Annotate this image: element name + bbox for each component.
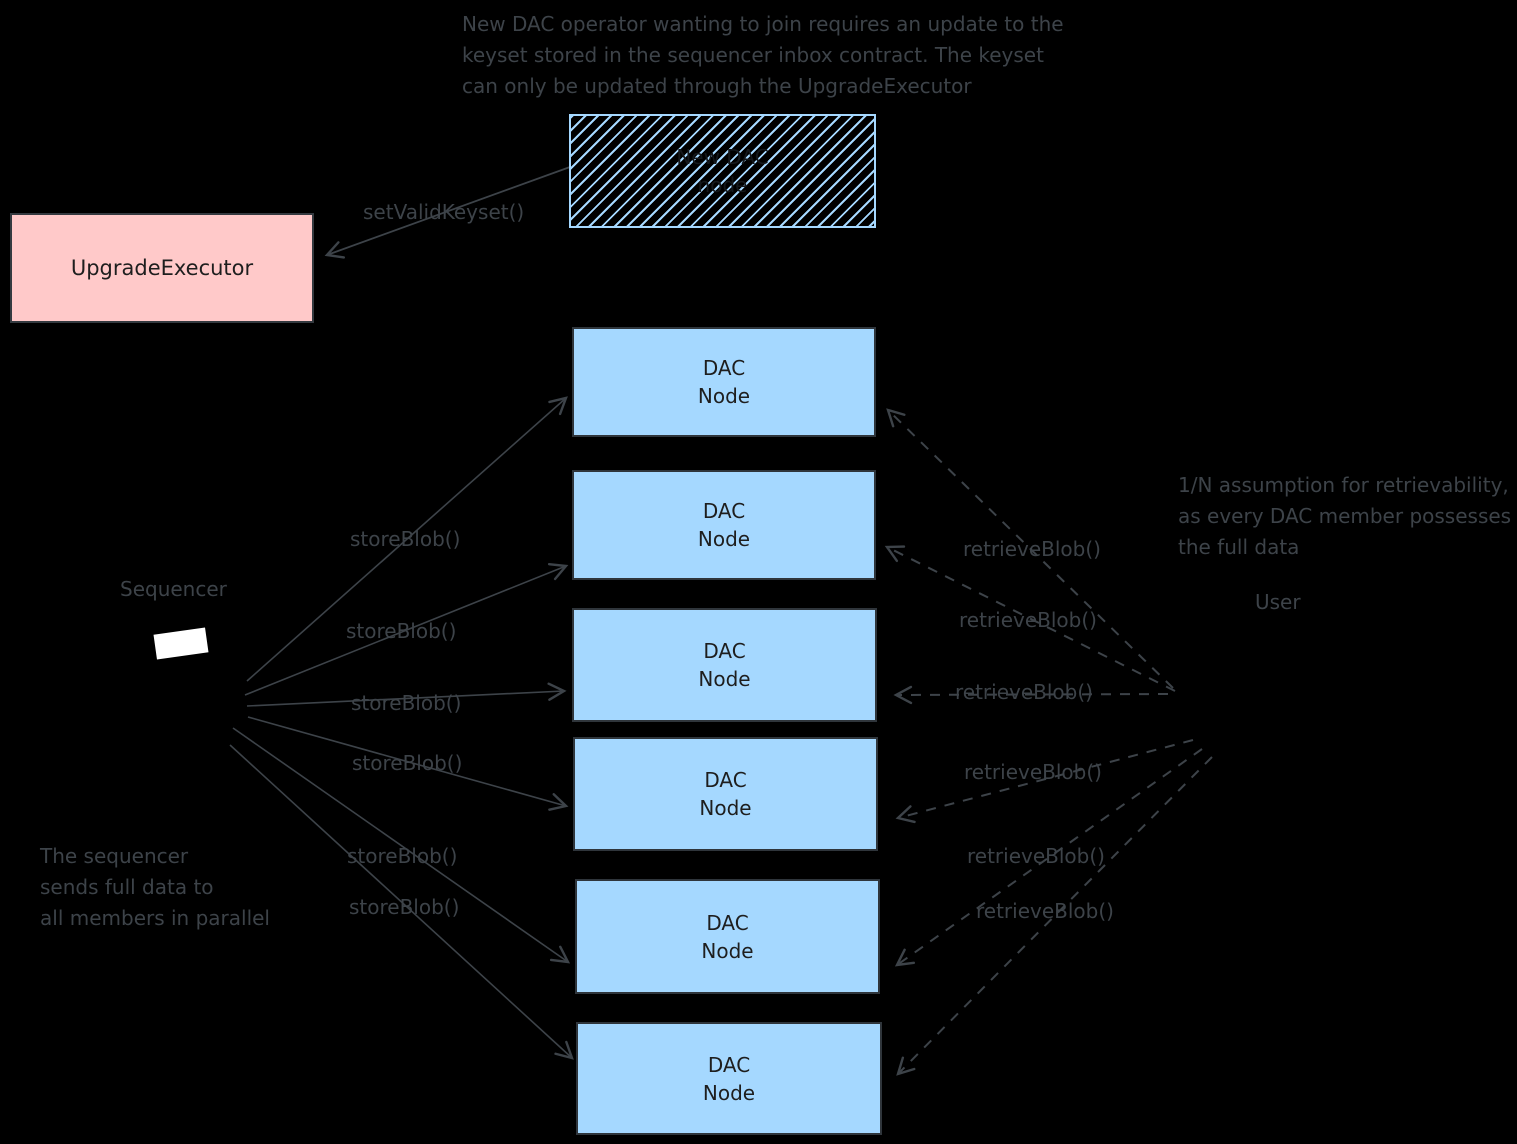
retrieve-blob-arrow-2 xyxy=(884,545,1176,692)
upgrade-executor-label: UpgradeExecutor xyxy=(70,256,254,280)
store-blob-label-5: storeBlob() xyxy=(347,844,458,868)
dac-node-label-line2: Node xyxy=(701,938,754,963)
top-note: New DAC operator wanting to join require… xyxy=(462,9,1064,102)
retrievability-note-line: as every DAC member possesses xyxy=(1178,504,1512,528)
store-blob-label-1: storeBlob() xyxy=(350,527,461,551)
retrieve-blob-label-2: retrieveBlob() xyxy=(959,608,1097,632)
dac-node-box-3: DAC Node xyxy=(572,608,877,722)
sequencer-parallel-note-line: sends full data to xyxy=(40,875,214,899)
dac-node-label-line2: Node xyxy=(697,384,751,408)
store-blob-arrow-5 xyxy=(232,727,571,964)
dac-node-label-line1: DAC xyxy=(704,768,747,792)
sequencer-parallel-note-line: all members in parallel xyxy=(40,906,270,930)
dac-node-box-1: DAC Node xyxy=(572,327,876,437)
retrievability-note-line: the full data xyxy=(1178,535,1300,559)
dac-node-label-line2: Node xyxy=(697,527,751,551)
top-note-line: keyset stored in the sequencer inbox con… xyxy=(462,43,1044,67)
user-label: User xyxy=(1255,590,1301,614)
store-blob-arrow-4 xyxy=(247,716,569,811)
store-blob-arrow-2 xyxy=(244,562,569,696)
store-blob-label-2: storeBlob() xyxy=(346,619,457,643)
top-note-line: New DAC operator wanting to join require… xyxy=(462,12,1064,36)
sequencer-label: Sequencer xyxy=(120,577,227,601)
store-blob-arrow-3 xyxy=(246,682,567,707)
set-valid-keyset-label: setValidKeyset() xyxy=(363,200,525,224)
dac-node-label-line1: DAC xyxy=(707,1052,751,1077)
retrievability-note: 1/N assumption for retrievability, as ev… xyxy=(1178,470,1511,563)
set-valid-keyset-arrow xyxy=(324,166,571,259)
dac-node-box-6: DAC Node xyxy=(576,1022,882,1135)
retrieve-blob-arrow-5 xyxy=(894,748,1203,967)
dac-node-label-line2: Node xyxy=(698,667,751,691)
store-blob-label-3: storeBlob() xyxy=(351,691,462,715)
top-note-line: can only be updated through the UpgradeE… xyxy=(462,74,972,98)
retrieve-blob-arrow-3 xyxy=(893,685,1169,705)
retrieve-blob-label-6: retrieveBlob() xyxy=(976,899,1114,923)
dac-node-label-line1: DAC xyxy=(706,910,749,935)
store-blob-label-4: storeBlob() xyxy=(352,751,463,775)
dac-node-label-line2: Node xyxy=(702,1080,756,1105)
sequencer-parallel-note-line: The sequencer xyxy=(40,844,189,868)
retrievability-note-line: 1/N assumption for retrievability, xyxy=(1178,473,1509,497)
upgrade-executor-box: UpgradeExecutor xyxy=(10,213,314,323)
sequencer-parallel-note: The sequencer sends full data to all mem… xyxy=(40,841,270,934)
dac-node-box-4: DAC Node xyxy=(573,737,878,851)
store-blob-label-6: storeBlob() xyxy=(349,895,460,919)
new-dac-node-box: New DAC node xyxy=(569,114,876,228)
dac-node-label-line2: Node xyxy=(699,796,752,820)
retrieve-blob-label-4: retrieveBlob() xyxy=(964,760,1102,784)
retrieve-blob-label-3: retrieveBlob() xyxy=(955,680,1093,704)
retrieve-blob-label-1: retrieveBlob() xyxy=(963,537,1101,561)
retrieve-blob-label-5: retrieveBlob() xyxy=(967,844,1105,868)
store-blob-arrow-1 xyxy=(246,396,568,682)
dac-node-label-line1: DAC xyxy=(702,499,746,523)
retrieve-blob-arrow-4 xyxy=(895,739,1194,824)
store-blob-arrow-6 xyxy=(229,744,574,1060)
dac-node-box-2: DAC Node xyxy=(572,470,876,580)
dac-node-box-5: DAC Node xyxy=(575,879,880,994)
new-dac-node-label-line1: New DAC xyxy=(676,145,769,169)
retrieve-blob-arrow-1 xyxy=(886,408,1174,689)
dac-node-label-line1: DAC xyxy=(702,356,746,380)
dac-node-label-line1: DAC xyxy=(703,639,746,663)
new-dac-node-label-line2: node xyxy=(697,173,748,197)
